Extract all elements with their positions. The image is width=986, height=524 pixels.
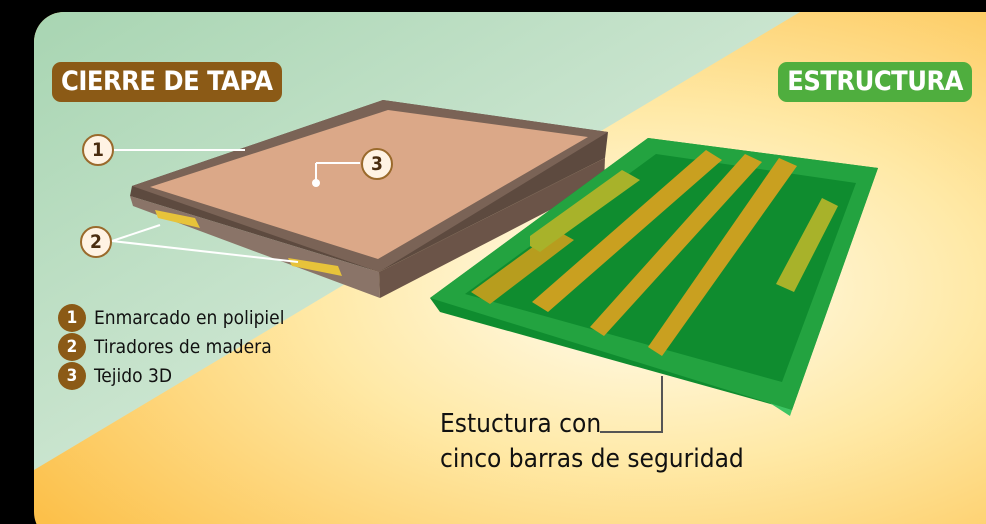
structure-frame [430,138,878,416]
legend-item: 3 Tejido 3D [58,361,284,390]
bar-gold-3 [648,158,797,356]
legend-label: Enmarcado en polipiel [94,306,285,329]
legend-label: Tiradores de madera [94,335,272,358]
section-title-cierre: CIERRE DE TAPA [52,62,282,102]
caption-line-1: Estuctura con [440,409,602,439]
legend-item: 1 Enmarcado en polipiel [58,303,284,332]
legend-number: 1 [58,303,86,332]
bar-short-right [776,198,838,292]
legend-number: 2 [58,332,86,361]
center-dot [312,179,320,187]
legend: 1 Enmarcado en polipiel 2 Tiradores de m… [58,303,284,390]
structure-caption: Estuctura con cinco barras de seguridad [440,407,744,477]
caption-leader [600,376,663,433]
lid-fabric [150,110,588,259]
legend-item: 2 Tiradores de madera [58,332,284,361]
bar-gold-2 [590,154,762,336]
callout-3: 3 [361,148,393,180]
legend-number: 3 [58,361,86,390]
caption-line-2: cinco barras de seguridad [440,444,744,474]
bar-short-left [530,170,640,252]
handle-left [155,210,200,228]
callout-2: 2 [80,226,112,258]
handle-right [288,258,342,276]
callout-1: 1 [82,134,114,166]
lid [130,100,608,298]
bar-gold-1 [532,150,722,312]
callout-lines [111,149,360,263]
bar-left [471,230,574,304]
section-title-estructura: ESTRUCTURA [778,62,972,102]
legend-label: Tejido 3D [94,364,173,387]
